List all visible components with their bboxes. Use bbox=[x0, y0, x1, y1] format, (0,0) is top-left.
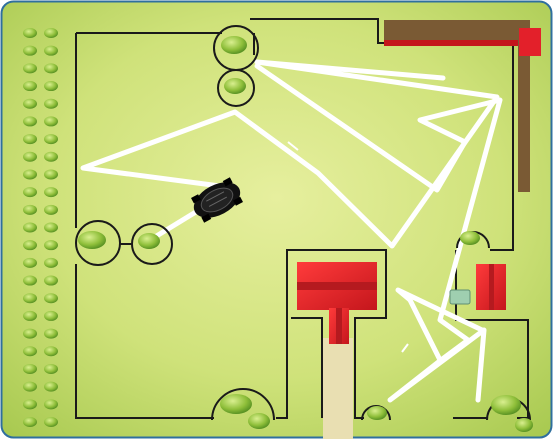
shrub-icon bbox=[23, 329, 37, 339]
shrub-icon bbox=[44, 329, 58, 339]
shrub-icon bbox=[44, 169, 58, 179]
shrub-icon bbox=[23, 63, 37, 73]
shrub-icon bbox=[44, 134, 58, 144]
shrub-icon bbox=[23, 46, 37, 56]
shrub-icon bbox=[44, 293, 58, 303]
shrub-icon bbox=[44, 258, 58, 268]
shrub-icon bbox=[23, 28, 37, 38]
charging-station-icon bbox=[450, 290, 470, 304]
shrub-icon bbox=[44, 311, 58, 321]
shrub-icon bbox=[23, 399, 37, 409]
shrub-icon bbox=[44, 240, 58, 250]
shrub-icon bbox=[44, 187, 58, 197]
shrub-icon bbox=[23, 134, 37, 144]
shrub-icon bbox=[23, 293, 37, 303]
shrub-icon bbox=[44, 346, 58, 356]
driveway bbox=[323, 338, 353, 439]
shrub-icon bbox=[44, 81, 58, 91]
shrub-icon bbox=[44, 63, 58, 73]
fence-top bbox=[384, 20, 530, 42]
shrub-icon bbox=[23, 364, 37, 374]
shrub-icon bbox=[23, 258, 37, 268]
shrub-icon bbox=[23, 382, 37, 392]
shrub-icon bbox=[44, 152, 58, 162]
shrub-icon bbox=[44, 382, 58, 392]
shrub-icon bbox=[44, 28, 58, 38]
shrub-icon bbox=[44, 417, 58, 427]
shrub-icon bbox=[23, 223, 37, 233]
shrub-icon bbox=[44, 205, 58, 215]
fence-top-trim bbox=[384, 40, 518, 46]
shrub-icon bbox=[23, 276, 37, 286]
shrub-icon bbox=[23, 169, 37, 179]
gate-block bbox=[519, 28, 541, 56]
shrub-icon bbox=[23, 417, 37, 427]
shrub-icon bbox=[44, 276, 58, 286]
shrub-icon bbox=[23, 240, 37, 250]
shrub-icon bbox=[23, 346, 37, 356]
shrub-icon bbox=[44, 116, 58, 126]
shrub-icon bbox=[23, 152, 37, 162]
shrub-icon bbox=[23, 205, 37, 215]
shed-building-icon bbox=[476, 264, 506, 310]
shrub-icon bbox=[23, 187, 37, 197]
shrub-icon bbox=[23, 116, 37, 126]
shrub-icon bbox=[23, 99, 37, 109]
shrub-icon bbox=[44, 364, 58, 374]
shrub-icon bbox=[44, 399, 58, 409]
shrub-icon bbox=[23, 311, 37, 321]
shrub-icon bbox=[23, 81, 37, 91]
shrub-icon bbox=[44, 223, 58, 233]
shrub-icon bbox=[44, 46, 58, 56]
shrub-icon bbox=[44, 99, 58, 109]
